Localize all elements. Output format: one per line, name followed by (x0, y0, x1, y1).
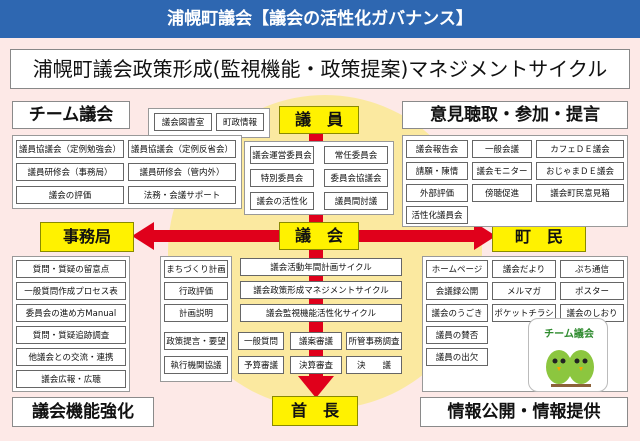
box-op-4: 請願・陳情 (406, 162, 468, 180)
logo-text: チーム議会 (544, 329, 594, 340)
box-policy-request: 政策提言・要望 (164, 332, 228, 350)
box-votes: 議員の賛否 (426, 326, 488, 344)
node-mayor: 首 長 (272, 396, 358, 426)
section-team-council: チーム議会 (12, 101, 130, 129)
box-team-2: 議員協議会（定例反省会） (128, 140, 236, 158)
box-team-5: 議会の評価 (16, 186, 124, 204)
arrow-left (150, 230, 280, 242)
box-op-6: おじゃまＤＥ議会 (536, 162, 624, 180)
team-council-logo: チーム議会 (528, 318, 608, 392)
box-minutes: 会議録公開 (426, 282, 488, 300)
arrow-right-head (474, 222, 496, 250)
section-strengthen: 議会機能強化 (12, 397, 154, 427)
box-sec-3: 委員会の進め方Manual (16, 304, 126, 322)
box-pocket-flyer: ポケットチラシ (492, 304, 556, 322)
box-budget-review: 予算審議 (238, 356, 284, 374)
diagram-subtitle: 浦幌町議会政策形成(監視機能・政策提案)マネジメントサイクル (10, 49, 630, 89)
box-activation: 議会の活性化 (250, 192, 314, 210)
box-petit-news: ぷち通信 (560, 260, 624, 278)
box-committee-conf: 委員会協議会 (324, 169, 388, 187)
secretariat-panel (12, 256, 130, 392)
box-council-move: 議会のうごき (426, 304, 488, 322)
box-resolution: 決 議 (346, 356, 402, 374)
box-plan-explain: 計画説明 (164, 304, 228, 322)
bird-mascot-icon (546, 350, 594, 387)
arrow-right (356, 230, 478, 242)
arrow-down-head (298, 376, 334, 398)
box-team-1: 議員協議会（定例勉強会） (16, 140, 124, 158)
arrow-left-head (132, 222, 154, 250)
box-mailmag: メルマガ (492, 282, 556, 300)
box-team-3: 議員研修会（事務局） (16, 163, 124, 181)
box-team-6: 法務・会議サポート (128, 186, 236, 204)
box-op-10: 活性化議員会 (406, 206, 468, 224)
box-town-plan: まちづくり計画 (164, 260, 228, 278)
section-opinion: 意見聴取・参加・提言 (402, 101, 628, 129)
box-bill-review: 議案審議 (290, 332, 342, 350)
box-sec-4: 質問・質疑追跡調査 (16, 326, 126, 344)
box-sec-5: 他議会との交流・連携 (16, 348, 126, 366)
box-newsletter: 議会だより (492, 260, 556, 278)
node-council: 議 会 (279, 222, 359, 250)
box-op-7: 外部評価 (406, 184, 468, 202)
box-op-1: 議会報告会 (406, 140, 468, 158)
box-op-5: 議会モニター (472, 162, 532, 180)
box-library: 議会図書室 (154, 113, 212, 131)
box-op-8: 傍聴促進 (472, 184, 532, 202)
box-debate: 議員間討議 (324, 192, 388, 210)
box-cycle-monitor: 議会監視機能活性化サイクル (240, 304, 402, 322)
box-affairs-survey: 所管事務調査 (346, 332, 402, 350)
page-title: 浦幌町議会【議会の活性化ガバナンス】 (0, 0, 640, 38)
box-sec-2: 一般質問作成プロセス表 (16, 282, 126, 300)
box-cycle-annual: 議会活動年間計画サイクル (240, 258, 402, 276)
box-sec-1: 質問・質疑の留意点 (16, 260, 126, 278)
box-admin-eval: 行政評価 (164, 282, 228, 300)
box-general-question: 一般質問 (238, 332, 284, 350)
box-poster: ポスター (560, 282, 624, 300)
box-settlement-review: 決算審査 (290, 356, 342, 374)
box-cycle-policy: 議会政策形成マネジメントサイクル (240, 281, 402, 299)
box-homepage: ホームページ (426, 260, 488, 278)
box-town-info: 町政情報 (216, 113, 264, 131)
node-secretariat: 事務局 (40, 222, 134, 252)
box-attendance: 議員の出欠 (426, 348, 488, 366)
box-exec-consult: 執行機関協議 (164, 356, 228, 374)
section-info: 情報公開・情報提供 (420, 397, 628, 427)
box-special: 特別委員会 (250, 169, 314, 187)
box-op-3: カフェＤＥ議会 (536, 140, 624, 158)
box-team-4: 議員研修会（管内外） (128, 163, 236, 181)
box-op-2: 一般会議 (472, 140, 532, 158)
box-op-9: 議会町民意見箱 (536, 184, 624, 202)
box-sec-6: 議会広報・広聴 (16, 370, 126, 388)
node-members: 議 員 (279, 106, 359, 134)
box-standing: 常任委員会 (324, 146, 388, 164)
box-steering: 議会運営委員会 (250, 146, 314, 164)
